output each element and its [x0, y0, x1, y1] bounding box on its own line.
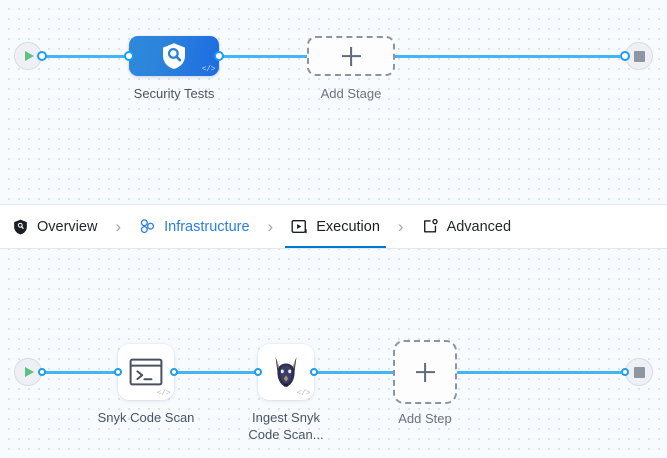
edge-security-tests-to-add-stage [221, 54, 309, 58]
play-box-icon [291, 218, 308, 235]
step-node-snyk-code-scan[interactable]: </> [118, 344, 174, 400]
connector-dot-start[interactable] [37, 51, 47, 61]
code-badge: </> [201, 65, 216, 74]
plus-icon [342, 47, 361, 66]
cluster-nodes-icon [139, 218, 156, 235]
stage-label-security-tests: Security Tests [133, 86, 215, 101]
stop-icon [633, 366, 645, 378]
shield-icon [12, 218, 29, 235]
plus-icon [416, 363, 435, 382]
step-node-wrapper-snyk-code-scan: </> Snyk Code Scan [98, 344, 194, 425]
execution-steps-canvas[interactable]: </> Snyk Code Scan [0, 249, 667, 458]
edge-add-step-to-end [456, 370, 621, 374]
tab-separator-3: › [397, 216, 404, 236]
play-icon [24, 367, 34, 377]
execution-end-node[interactable] [625, 358, 653, 386]
stage-node-wrapper-security-tests: </> Security Tests [129, 36, 219, 101]
terminal-icon [129, 358, 163, 386]
snyk-doberman-icon [275, 357, 297, 387]
stop-icon [633, 50, 645, 62]
stage-canvas[interactable]: </> Security Tests Add Stage [0, 0, 667, 204]
add-step-wrapper: Add Step [393, 340, 457, 426]
add-stage-button[interactable] [307, 36, 395, 76]
stage-config-tabbar: Overview › Infrastructure › [0, 204, 667, 249]
connector-dot-ingest-out[interactable] [310, 368, 318, 376]
tab-advanced[interactable]: Advanced [408, 205, 526, 248]
code-badge: </> [156, 389, 171, 398]
tab-overview-label: Overview [37, 218, 98, 235]
connector-dot-exec-end[interactable] [621, 368, 629, 376]
code-badge: </> [296, 389, 311, 398]
play-icon [24, 51, 34, 61]
step-pipeline-row: </> Snyk Code Scan [0, 340, 667, 442]
step-node-wrapper-ingest-snyk-code-scan: </> Ingest Snyk Code Scan... [248, 344, 324, 442]
edge-snyk-code-scan-to-ingest [176, 370, 256, 374]
step-label-snyk-code-scan: Snyk Code Scan [97, 410, 195, 425]
tab-overview[interactable]: Overview [0, 205, 111, 248]
stage-pipeline-row: </> Security Tests Add Stage [0, 34, 667, 101]
edge-start-to-security-tests [45, 54, 127, 58]
security-shield-scan-icon [163, 43, 185, 69]
tab-separator-2: › [267, 216, 274, 236]
connector-dot-exec-start[interactable] [38, 368, 46, 376]
add-step-label: Add Step [398, 411, 452, 426]
settings-box-icon [422, 218, 439, 235]
connector-dot-security-tests-in[interactable] [124, 51, 134, 61]
edge-ingest-to-add-step [316, 370, 394, 374]
step-node-ingest-snyk-code-scan[interactable]: </> [258, 344, 314, 400]
connector-dot-ingest-in[interactable] [254, 368, 262, 376]
tab-advanced-label: Advanced [446, 218, 512, 235]
tab-execution[interactable]: Execution [277, 205, 394, 248]
add-stage-wrapper: Add Stage [307, 36, 395, 101]
step-label-ingest-snyk-code-scan: Ingest Snyk Code Scan... [248, 410, 324, 442]
connector-dot-security-tests-out[interactable] [214, 51, 224, 61]
edge-start-to-snyk-code-scan [44, 370, 116, 374]
tab-infrastructure[interactable]: Infrastructure [125, 205, 263, 248]
tab-execution-label: Execution [316, 218, 380, 235]
stage-node-security-tests[interactable]: </> [129, 36, 219, 76]
connector-dot-snyk-code-scan-in[interactable] [114, 368, 122, 376]
add-stage-label: Add Stage [320, 86, 382, 101]
connector-dot-end[interactable] [620, 51, 630, 61]
tab-separator-1: › [115, 216, 122, 236]
edge-add-stage-to-end [393, 54, 620, 58]
execution-start-node[interactable] [14, 358, 42, 386]
add-step-button[interactable] [393, 340, 457, 404]
connector-dot-snyk-code-scan-out[interactable] [170, 368, 178, 376]
tab-infrastructure-label: Infrastructure [164, 218, 250, 235]
